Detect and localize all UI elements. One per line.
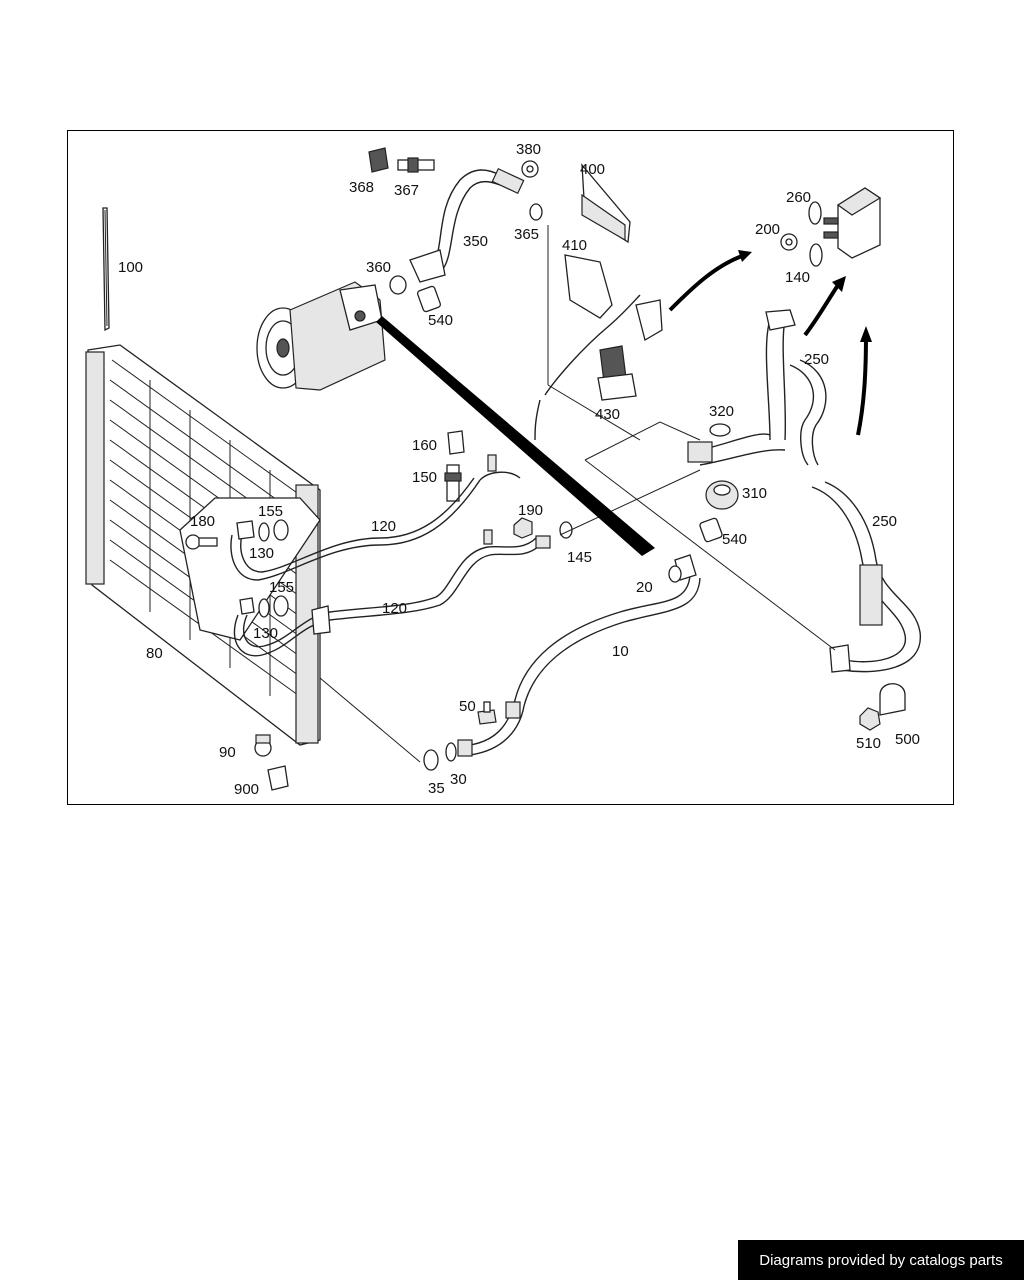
part-20-oring[interactable] bbox=[668, 565, 682, 583]
callout-410[interactable]: 410 bbox=[562, 237, 587, 254]
callout-30[interactable]: 30 bbox=[450, 771, 467, 788]
compressor[interactable] bbox=[256, 281, 386, 391]
callout-500[interactable]: 500 bbox=[895, 731, 920, 748]
part-900-connector[interactable] bbox=[267, 765, 289, 791]
callout-120-lower[interactable]: 120 bbox=[382, 600, 407, 617]
part-30-seal[interactable] bbox=[445, 742, 457, 762]
part-367-valve[interactable] bbox=[397, 157, 435, 173]
part-250-line-lower[interactable] bbox=[811, 481, 921, 673]
callouts: 368 367 380 400 365 350 410 360 540 100 … bbox=[118, 141, 920, 798]
callout-190[interactable]: 190 bbox=[518, 502, 543, 519]
part-50-bolt[interactable] bbox=[477, 701, 497, 725]
part-140-oring[interactable] bbox=[809, 243, 823, 267]
compressor-pointer bbox=[376, 316, 655, 556]
part-200-nut[interactable] bbox=[780, 233, 798, 251]
direction-arrows bbox=[668, 250, 872, 436]
callout-368[interactable]: 368 bbox=[349, 179, 374, 196]
part-365-oring[interactable] bbox=[529, 203, 543, 221]
part-120-pipe-lower[interactable] bbox=[233, 529, 551, 657]
callout-80[interactable]: 80 bbox=[146, 645, 163, 662]
part-368-cap[interactable] bbox=[368, 147, 389, 173]
callout-350[interactable]: 350 bbox=[463, 233, 488, 250]
part-130-seal-b[interactable] bbox=[258, 598, 270, 618]
callout-250-lower[interactable]: 250 bbox=[872, 513, 897, 530]
part-155-seal-b[interactable] bbox=[273, 595, 289, 617]
part-35-seal[interactable] bbox=[423, 749, 439, 771]
leader-lines bbox=[319, 225, 836, 763]
callout-365[interactable]: 365 bbox=[514, 226, 539, 243]
callout-310[interactable]: 310 bbox=[742, 485, 767, 502]
part-500-clamp[interactable] bbox=[879, 683, 906, 716]
callout-120-upper[interactable]: 120 bbox=[371, 518, 396, 535]
footer-credit-badge: Diagrams provided by catalogs parts bbox=[738, 1240, 1024, 1280]
callout-360[interactable]: 360 bbox=[366, 259, 391, 276]
callout-367[interactable]: 367 bbox=[394, 182, 419, 199]
part-150-valve[interactable] bbox=[444, 464, 462, 502]
part-410-bracket[interactable] bbox=[564, 254, 613, 319]
callout-540-top[interactable]: 540 bbox=[428, 312, 453, 329]
callout-260[interactable]: 260 bbox=[786, 189, 811, 206]
callout-400[interactable]: 400 bbox=[580, 161, 605, 178]
part-540-valve-top[interactable] bbox=[416, 285, 442, 313]
part-90-switch[interactable] bbox=[254, 734, 272, 757]
callout-430[interactable]: 430 bbox=[595, 406, 620, 423]
pressure-line[interactable] bbox=[534, 294, 663, 441]
part-510-nut[interactable] bbox=[859, 707, 881, 731]
callout-20[interactable]: 20 bbox=[636, 579, 653, 596]
callout-50[interactable]: 50 bbox=[459, 698, 476, 715]
footer-credit-text: Diagrams provided by catalogs parts bbox=[759, 1251, 1003, 1269]
callout-10[interactable]: 10 bbox=[612, 643, 629, 660]
part-160-cap[interactable] bbox=[447, 430, 465, 455]
callout-250-upper[interactable]: 250 bbox=[804, 351, 829, 368]
callout-130-upper[interactable]: 130 bbox=[249, 545, 274, 562]
callout-35[interactable]: 35 bbox=[428, 780, 445, 797]
callout-155-upper[interactable]: 155 bbox=[258, 503, 283, 520]
callout-510[interactable]: 510 bbox=[856, 735, 881, 752]
part-10-line[interactable] bbox=[457, 554, 701, 757]
callout-900[interactable]: 900 bbox=[234, 781, 259, 798]
part-155-seal-a[interactable] bbox=[273, 519, 289, 541]
part-190-nut[interactable] bbox=[513, 517, 533, 539]
part-260-oring[interactable] bbox=[808, 201, 822, 225]
part-430-block[interactable] bbox=[597, 345, 637, 401]
part-120-pipe-upper[interactable] bbox=[230, 454, 521, 581]
callout-200[interactable]: 200 bbox=[755, 221, 780, 238]
part-320-cap[interactable] bbox=[709, 423, 731, 437]
callout-130-lower[interactable]: 130 bbox=[253, 625, 278, 642]
diagram-frame bbox=[67, 130, 954, 805]
callout-160[interactable]: 160 bbox=[412, 437, 437, 454]
callout-320[interactable]: 320 bbox=[709, 403, 734, 420]
part-100-tool[interactable] bbox=[102, 207, 110, 332]
part-180-bolt[interactable] bbox=[185, 534, 218, 550]
callout-150[interactable]: 150 bbox=[412, 469, 437, 486]
callout-145[interactable]: 145 bbox=[567, 549, 592, 566]
expansion-valve[interactable] bbox=[823, 187, 882, 259]
callout-155-lower[interactable]: 155 bbox=[269, 579, 294, 596]
part-380-washer[interactable] bbox=[521, 160, 539, 178]
callout-100[interactable]: 100 bbox=[118, 259, 143, 276]
part-350-line[interactable] bbox=[409, 167, 525, 283]
part-310-grommet[interactable] bbox=[705, 480, 739, 510]
callout-140[interactable]: 140 bbox=[785, 269, 810, 286]
part-360-seal[interactable] bbox=[389, 275, 407, 295]
part-250-line-upper[interactable] bbox=[687, 309, 827, 466]
part-130-seal-a[interactable] bbox=[258, 522, 270, 542]
part-540-valve-right[interactable] bbox=[699, 517, 723, 543]
callout-380[interactable]: 380 bbox=[516, 141, 541, 158]
callout-90[interactable]: 90 bbox=[219, 744, 236, 761]
part-400-bracket[interactable] bbox=[581, 163, 631, 244]
callout-540-right[interactable]: 540 bbox=[722, 531, 747, 548]
callout-180[interactable]: 180 bbox=[190, 513, 215, 530]
